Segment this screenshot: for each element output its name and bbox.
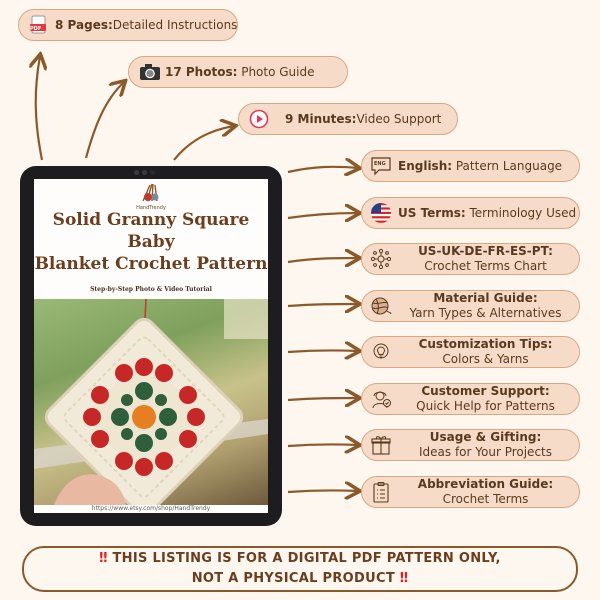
abbreviation-card: Abbreviation Guide:Crochet Terms: [361, 476, 580, 508]
arrow-to-english: [287, 167, 358, 172]
arrow-to-material: [287, 304, 358, 306]
pages-pill: 8 Pages:Detailed Instructions: [18, 9, 238, 41]
arrow-to-us-terms: [287, 213, 358, 218]
usage-gifting-card: Usage & Gifting:Ideas for Your Projects: [361, 429, 580, 461]
language-icon: ENG: [370, 155, 392, 177]
video-pill: 9 Minutes:Video Support: [238, 103, 458, 135]
settings-lightbulb-icon: [370, 341, 392, 363]
pdf-label: PDF: [30, 26, 42, 32]
camera-dot: [142, 170, 147, 175]
camera-icon: [139, 63, 161, 81]
arrow-to-gifting: [287, 444, 358, 446]
alert-icon: ‼: [99, 551, 108, 566]
clipboard-list-icon: [370, 481, 392, 503]
camera-dot: [134, 170, 139, 175]
tablet-screen: HandTrendy Solid Granny Square Baby Blan…: [34, 179, 268, 513]
us-terms-pill: US Terms: Terminology Used: [361, 197, 580, 229]
gift-icon: [370, 434, 392, 456]
terms-chart-card: US-UK-DE-FR-ES-PT:Crochet Terms Chart: [361, 243, 580, 275]
english-pill: ENG English: Pattern Language: [361, 150, 580, 182]
customer-support-card: Customer Support:Quick Help for Patterns: [361, 383, 580, 415]
granny-square-photo: [34, 298, 268, 513]
pattern-subtitle: Step-by-Step Photo & Video Tutorial: [90, 286, 212, 293]
photos-pill: 17 Photos: Photo Guide: [128, 56, 348, 88]
arrow-to-photos: [84, 82, 124, 159]
brand-logo: HandTrendy: [136, 181, 166, 211]
granny-square-illustration: [34, 298, 268, 513]
support-agent-icon: [370, 388, 392, 410]
network-icon: [370, 248, 392, 270]
video-play-icon: [249, 109, 269, 129]
pdf-icon: [29, 15, 49, 35]
arrow-to-abbreviation: [287, 490, 358, 492]
arrow-to-pages: [36, 56, 42, 161]
arrow-to-customization: [287, 350, 358, 352]
us-flag-icon: [370, 202, 392, 224]
material-guide-card: Material Guide:Yarn Types & Alternatives: [361, 290, 580, 322]
yarn-ball-icon: [370, 295, 392, 317]
camera-dot: [150, 170, 155, 175]
eng-label: ENG: [374, 161, 386, 167]
pattern-title: Solid Granny Square Baby Blanket Crochet…: [34, 210, 268, 274]
tablet-mockup: HandTrendy Solid Granny Square Baby Blan…: [20, 166, 282, 526]
arrow-to-video: [173, 126, 234, 161]
alert-icon: ‼: [399, 571, 409, 586]
arrow-to-support: [287, 398, 358, 400]
digital-product-notice: ‼ THIS LISTING IS FOR A DIGITAL PDF PATT…: [22, 546, 578, 592]
customization-card: Customization Tips:Colors & Yarns: [361, 336, 580, 368]
arrow-to-terms-chart: [287, 258, 358, 262]
shop-url: https://www.etsy.com/shop/HandTrendy: [34, 505, 268, 512]
flower-motif: [83, 358, 205, 476]
